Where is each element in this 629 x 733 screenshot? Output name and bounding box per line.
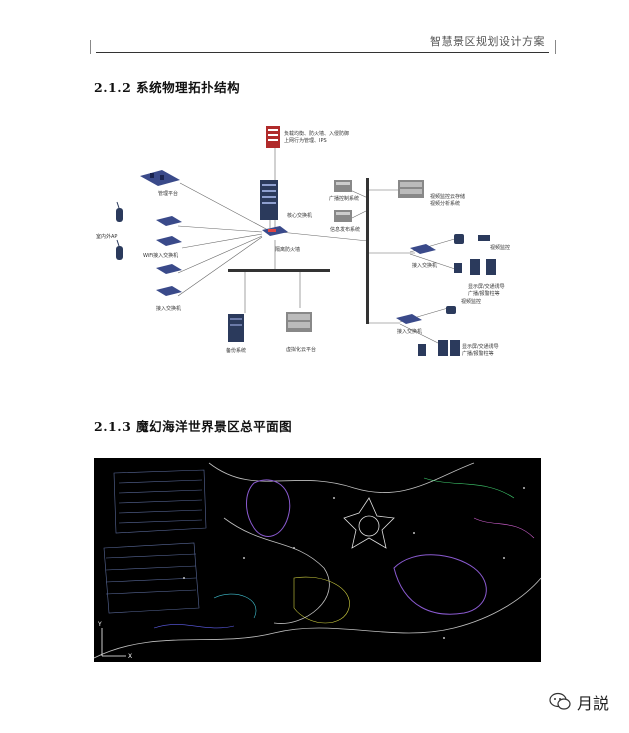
switch-icon bbox=[156, 264, 182, 274]
core-switch-rack-icon bbox=[260, 180, 278, 220]
display-panel-icon bbox=[454, 259, 496, 275]
section-heading: 系统物理拓扑结构 bbox=[136, 80, 241, 95]
label-core-switch: 核心交换机 bbox=[287, 212, 312, 219]
label-video-monitor-1: 视频监控 bbox=[490, 244, 510, 251]
axis-label-x: X bbox=[128, 653, 132, 660]
cad-drawing: Y X bbox=[94, 458, 541, 662]
cad-axis-indicator bbox=[101, 628, 126, 657]
label-access-switch-left: 接入交换机 bbox=[156, 305, 181, 312]
camera-icon bbox=[446, 306, 456, 314]
bus-bar-horizontal bbox=[228, 269, 330, 272]
section-heading: 魔幻海洋世界景区总平面图 bbox=[136, 419, 293, 434]
switch-icon bbox=[156, 236, 182, 246]
label-backup-system: 备份系统 bbox=[226, 347, 246, 354]
section-number: 2.1.2 bbox=[94, 80, 132, 95]
label-mgmt-platform: 管理平台 bbox=[158, 190, 178, 197]
central-landmark bbox=[343, 497, 395, 549]
label-display-2b: 广播/报警柱等 bbox=[462, 350, 494, 357]
switch-icon bbox=[410, 244, 436, 254]
label-access-switch-r2: 接入交换机 bbox=[397, 328, 422, 335]
watermark-text: 月説 bbox=[576, 694, 609, 713]
topology-diagram: 负载均衡、防火墙、入侵防御 上网行为管理、IPS 核心交换机 隔离防火墙 管理平… bbox=[96, 126, 510, 357]
watermark: 月説 bbox=[549, 690, 609, 714]
firewall-appliance-icon bbox=[266, 126, 280, 148]
label-broadcast-system: 广播控制系统 bbox=[329, 195, 359, 202]
switch-icon bbox=[396, 314, 422, 324]
label-cloud-platform: 虚拟化云平台 bbox=[286, 346, 316, 353]
label-access-switch-r1: 接入交换机 bbox=[412, 262, 437, 269]
axis-label-y: Y bbox=[97, 621, 102, 628]
page-header-title: 智慧景区规划设计方案 bbox=[430, 35, 545, 48]
broadcast-server-icon bbox=[334, 180, 352, 192]
switch-icon bbox=[156, 216, 182, 226]
camera-icon bbox=[454, 234, 490, 244]
ap-device-icon bbox=[116, 239, 123, 260]
label-display-2a: 显示屏/交通诱导 bbox=[462, 343, 499, 350]
ap-device-icon bbox=[116, 201, 123, 222]
section-number: 2.1.3 bbox=[94, 419, 132, 434]
label-info-release: 信息发布系统 bbox=[330, 226, 360, 233]
section-title-topology: 2.1.2 系统物理拓扑结构 bbox=[94, 77, 240, 96]
video-storage-server-icon bbox=[398, 180, 424, 198]
section-title-master-plan: 2.1.3 魔幻海洋世界景区总平面图 bbox=[94, 416, 292, 435]
backup-server-icon bbox=[228, 314, 244, 342]
label-video-monitor-2: 视频监控 bbox=[461, 298, 481, 305]
management-platform-icon bbox=[140, 170, 180, 186]
firewall-note-2: 上网行为管理、IPS bbox=[284, 137, 327, 144]
label-indoor-ap: 室内外AP bbox=[96, 233, 117, 240]
firewall-note-1: 负载均衡、防火墙、入侵防御 bbox=[284, 130, 349, 137]
label-isolation-firewall: 隔离防火墙 bbox=[275, 246, 300, 253]
crop-mark-top-left-v bbox=[90, 40, 91, 54]
switch-icon bbox=[156, 286, 182, 296]
isolation-firewall-icon bbox=[262, 226, 288, 236]
cloud-platform-server-icon bbox=[286, 312, 312, 332]
bus-bar-vertical bbox=[366, 178, 369, 324]
info-release-server-icon bbox=[334, 210, 352, 222]
crop-mark-top-right-v bbox=[555, 40, 556, 54]
label-wifi-access-switch: WiFi接入交换机 bbox=[143, 252, 178, 259]
display-panel-icon bbox=[418, 340, 460, 356]
header-rule bbox=[96, 52, 549, 53]
label-video-storage-1: 视频监控云存储 bbox=[430, 193, 465, 200]
label-video-storage-2: 视频分析系统 bbox=[430, 200, 460, 207]
master-plan-cad-image: Y X bbox=[94, 458, 541, 662]
label-display-1a: 显示屏/交通诱导 bbox=[468, 283, 505, 290]
label-display-1b: 广播/报警柱等 bbox=[468, 290, 500, 297]
wechat-icon bbox=[549, 692, 571, 710]
